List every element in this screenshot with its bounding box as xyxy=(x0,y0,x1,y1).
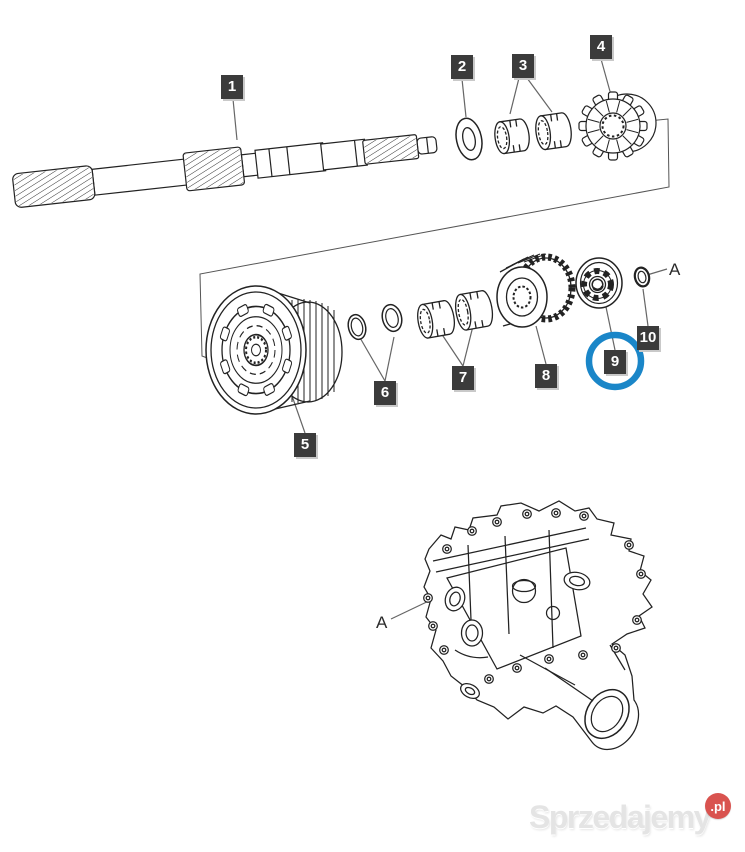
needle-bearing-drawing xyxy=(417,300,456,339)
needle-bearing-drawing xyxy=(454,290,494,331)
needle-bearing-drawing xyxy=(494,118,530,155)
part-label-5: 5 xyxy=(294,433,316,457)
gear-drawing xyxy=(578,91,657,161)
snap-ring-drawing xyxy=(347,313,367,341)
part-label-1: 1 xyxy=(221,75,243,99)
seal-ring-drawing xyxy=(633,266,651,288)
watermark-pl-badge: .pl xyxy=(704,793,731,819)
highlight-circle-part-9 xyxy=(585,331,645,391)
part-label-3: 3 xyxy=(512,54,534,78)
part-label-6: 6 xyxy=(374,381,396,405)
part-label-9: 9 xyxy=(604,350,626,374)
thrust-washer-drawing xyxy=(455,117,483,161)
needle-bearing-drawing xyxy=(535,112,572,151)
watermark-text: Sprzedajemy xyxy=(529,799,711,835)
part-label-7: 7 xyxy=(452,366,474,390)
ref-label-a-top: A xyxy=(669,260,681,279)
part-label-8: 8 xyxy=(535,364,557,388)
clutch-drum-drawing xyxy=(205,285,343,415)
gear-cluster-drawing xyxy=(496,253,576,328)
ball-bearing-drawing xyxy=(575,257,623,309)
ref-label-a-housing: A xyxy=(376,613,388,632)
part-label-4: 4 xyxy=(590,35,612,59)
snap-ring-drawing xyxy=(381,303,403,333)
shaft-drawing xyxy=(12,134,438,208)
watermark: Sprzedajemy .pl xyxy=(529,792,731,842)
part-label-10: 10 xyxy=(637,326,659,350)
gearbox-housing-drawing xyxy=(423,500,653,751)
housing-bolt-bosses xyxy=(423,508,646,684)
part-label-2: 2 xyxy=(451,55,473,79)
leader-lines xyxy=(232,58,668,620)
